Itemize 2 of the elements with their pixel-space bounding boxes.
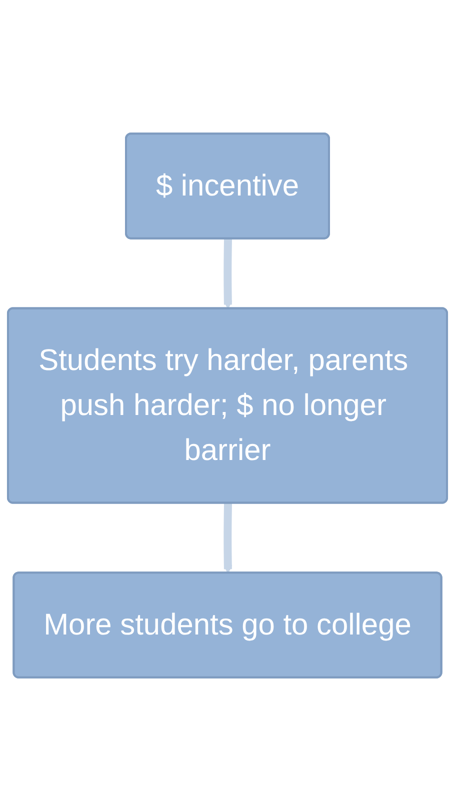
arrow	[224, 503, 232, 574]
arrow	[224, 238, 232, 310]
